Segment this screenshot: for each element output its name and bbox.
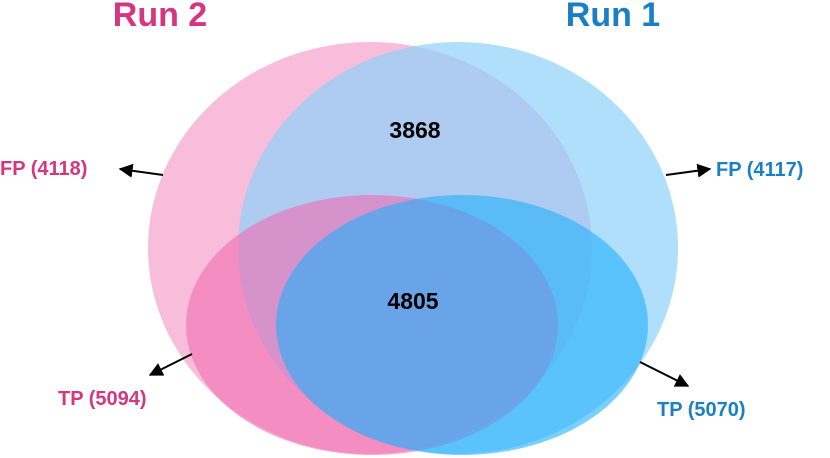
tp-run1-arrow [639, 361, 690, 387]
tp-run1-label: TP (5070) [657, 399, 746, 421]
run1-tp-ellipse [276, 195, 648, 455]
tp-run2-label: TP (5094) [58, 388, 147, 410]
fp-overlap-count: 3868 [389, 117, 440, 143]
fp-run1-arrow [665, 163, 712, 178]
tp-run2-arrow [148, 353, 193, 376]
fp-run2-label: FP (4118) [0, 158, 87, 180]
fp-run2-arrow [118, 163, 164, 178]
tp-overlap-count: 4805 [387, 288, 438, 314]
fp-run1-label: FP (4117) [716, 159, 803, 181]
run2-title: Run 2 [113, 0, 207, 34]
run1-title: Run 1 [566, 0, 660, 34]
